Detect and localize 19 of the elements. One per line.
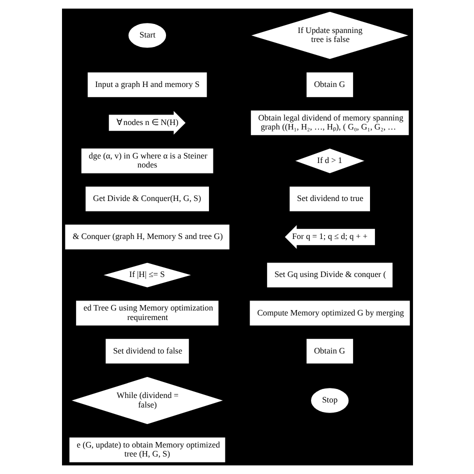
node-diamond: If Update spanning tree is false — [248, 11, 410, 60]
node-box: ed Tree G using Memory optimization requirement — [74, 300, 219, 326]
node-box: Set dividend to true — [288, 186, 370, 212]
node-box: dge (α, v) in G where α is a Steiner nodes — [80, 148, 214, 174]
node-box: & Conquer (graph H, Memory S and tree G) — [64, 224, 230, 250]
node-box: Input a graph H and memory S — [86, 72, 208, 98]
node-ellipse: Start — [127, 22, 166, 48]
node-box: Get Divide & Conquer(H, G, S) — [84, 186, 210, 212]
node-box: Compute Memory optimized G by merging — [248, 300, 410, 326]
node-box: Set Gq using Divide & conquer ( — [266, 262, 393, 288]
node-ellipse: Stop — [310, 387, 349, 414]
node-box: Obtain legal dividend of memory spanning graph ((H₁, H₂, …, Hₚ), ( G₀, G₁, G₂, … — [250, 110, 409, 136]
node-box: Set dividend to false — [104, 338, 190, 364]
node-diamond: If |H| ≤= S — [100, 262, 193, 288]
node-box: Obtain G — [305, 72, 354, 98]
node-diamond: If d > 1 — [292, 148, 366, 174]
node-box: Obtain G — [305, 338, 354, 364]
node-box: e (G, update) to obtain Memory optimized tree (H, G, S) — [68, 436, 226, 463]
node-diamond: While (dividend = false) — [68, 376, 225, 425]
